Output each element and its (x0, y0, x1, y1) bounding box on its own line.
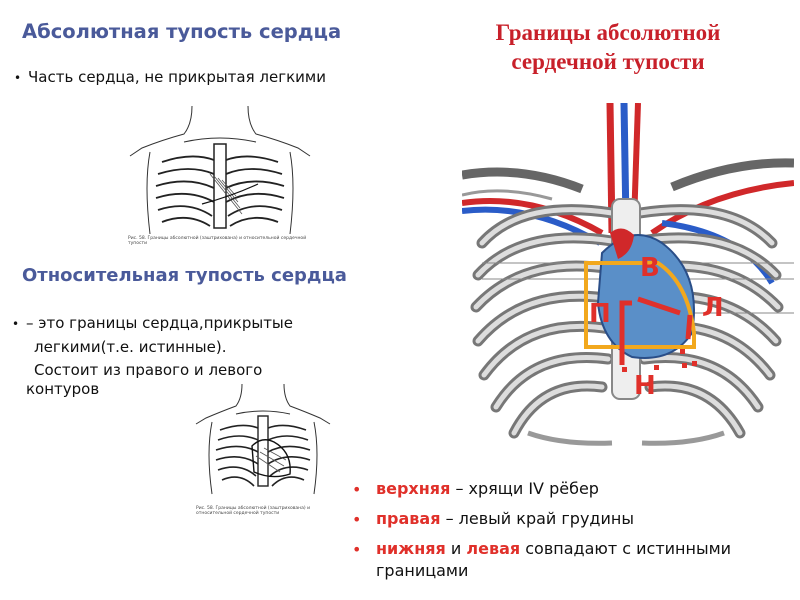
label-top-border: В (640, 253, 660, 283)
relative-line-1: – это границы сердца,прикрытые (26, 314, 293, 332)
upper-border-text: – хрящи IV рёбер (450, 479, 599, 498)
conjunction-text: и (446, 539, 467, 558)
absolute-dullness-bullet: •Часть сердца, не прикрытая легкими (14, 68, 326, 88)
left-border-label: левая (466, 539, 520, 558)
chest-sketch-1 (122, 104, 318, 252)
label-bottom-border: Н (634, 371, 656, 401)
borders-title: Границы абсолютной сердечной тупости (458, 18, 758, 76)
figure-caption-1: Рис. 58. Границы абсолютной (заштрихован… (128, 236, 318, 246)
list-item: • нижняя и левая совпадают с истинными г… (352, 538, 792, 582)
absolute-dullness-title: Абсолютная тупость сердца (22, 20, 341, 43)
chest-figure-small-2: Рис. 58. Границы абсолютной (заштрихован… (192, 382, 334, 522)
right-border-text: – левый край грудины (441, 509, 634, 528)
list-item: • правая – левый край грудины (352, 508, 792, 530)
label-left-border: Л (702, 293, 724, 323)
chest-sketch-2 (192, 382, 334, 522)
relative-line-3: Состоит из правого и левого (12, 361, 352, 380)
bullet-dot: • (352, 539, 361, 561)
relative-line-2: легкими(т.е. истинные). (12, 338, 352, 357)
borders-title-line-2: сердечной тупости (458, 47, 758, 76)
thorax-svg (462, 103, 794, 465)
right-border-label: правая (376, 509, 441, 528)
figure-caption-2: Рис. 58. Границы абсолютной (заштрихован… (196, 506, 332, 516)
bullet-dot: • (12, 315, 26, 334)
chest-figure-small-1: Рис. 58. Границы абсолютной (заштрихован… (122, 104, 318, 252)
list-item: • верхняя – хрящи IV рёбер (352, 478, 792, 500)
relative-dullness-title: Относительная тупость сердца (22, 265, 347, 286)
bullet-dot: • (14, 69, 28, 88)
upper-border-label: верхняя (376, 479, 450, 498)
lower-border-label: нижняя (376, 539, 446, 558)
absolute-bullet-text: Часть сердца, не прикрытая легкими (28, 68, 326, 86)
bullet-dot: • (352, 479, 361, 501)
thorax-illustration: В П Л Н (462, 103, 794, 465)
label-right-border: П (589, 299, 611, 329)
bullet-dot: • (352, 509, 361, 531)
borders-list: • верхняя – хрящи IV рёбер • правая – ле… (352, 478, 792, 590)
borders-title-line-1: Границы абсолютной (458, 18, 758, 47)
